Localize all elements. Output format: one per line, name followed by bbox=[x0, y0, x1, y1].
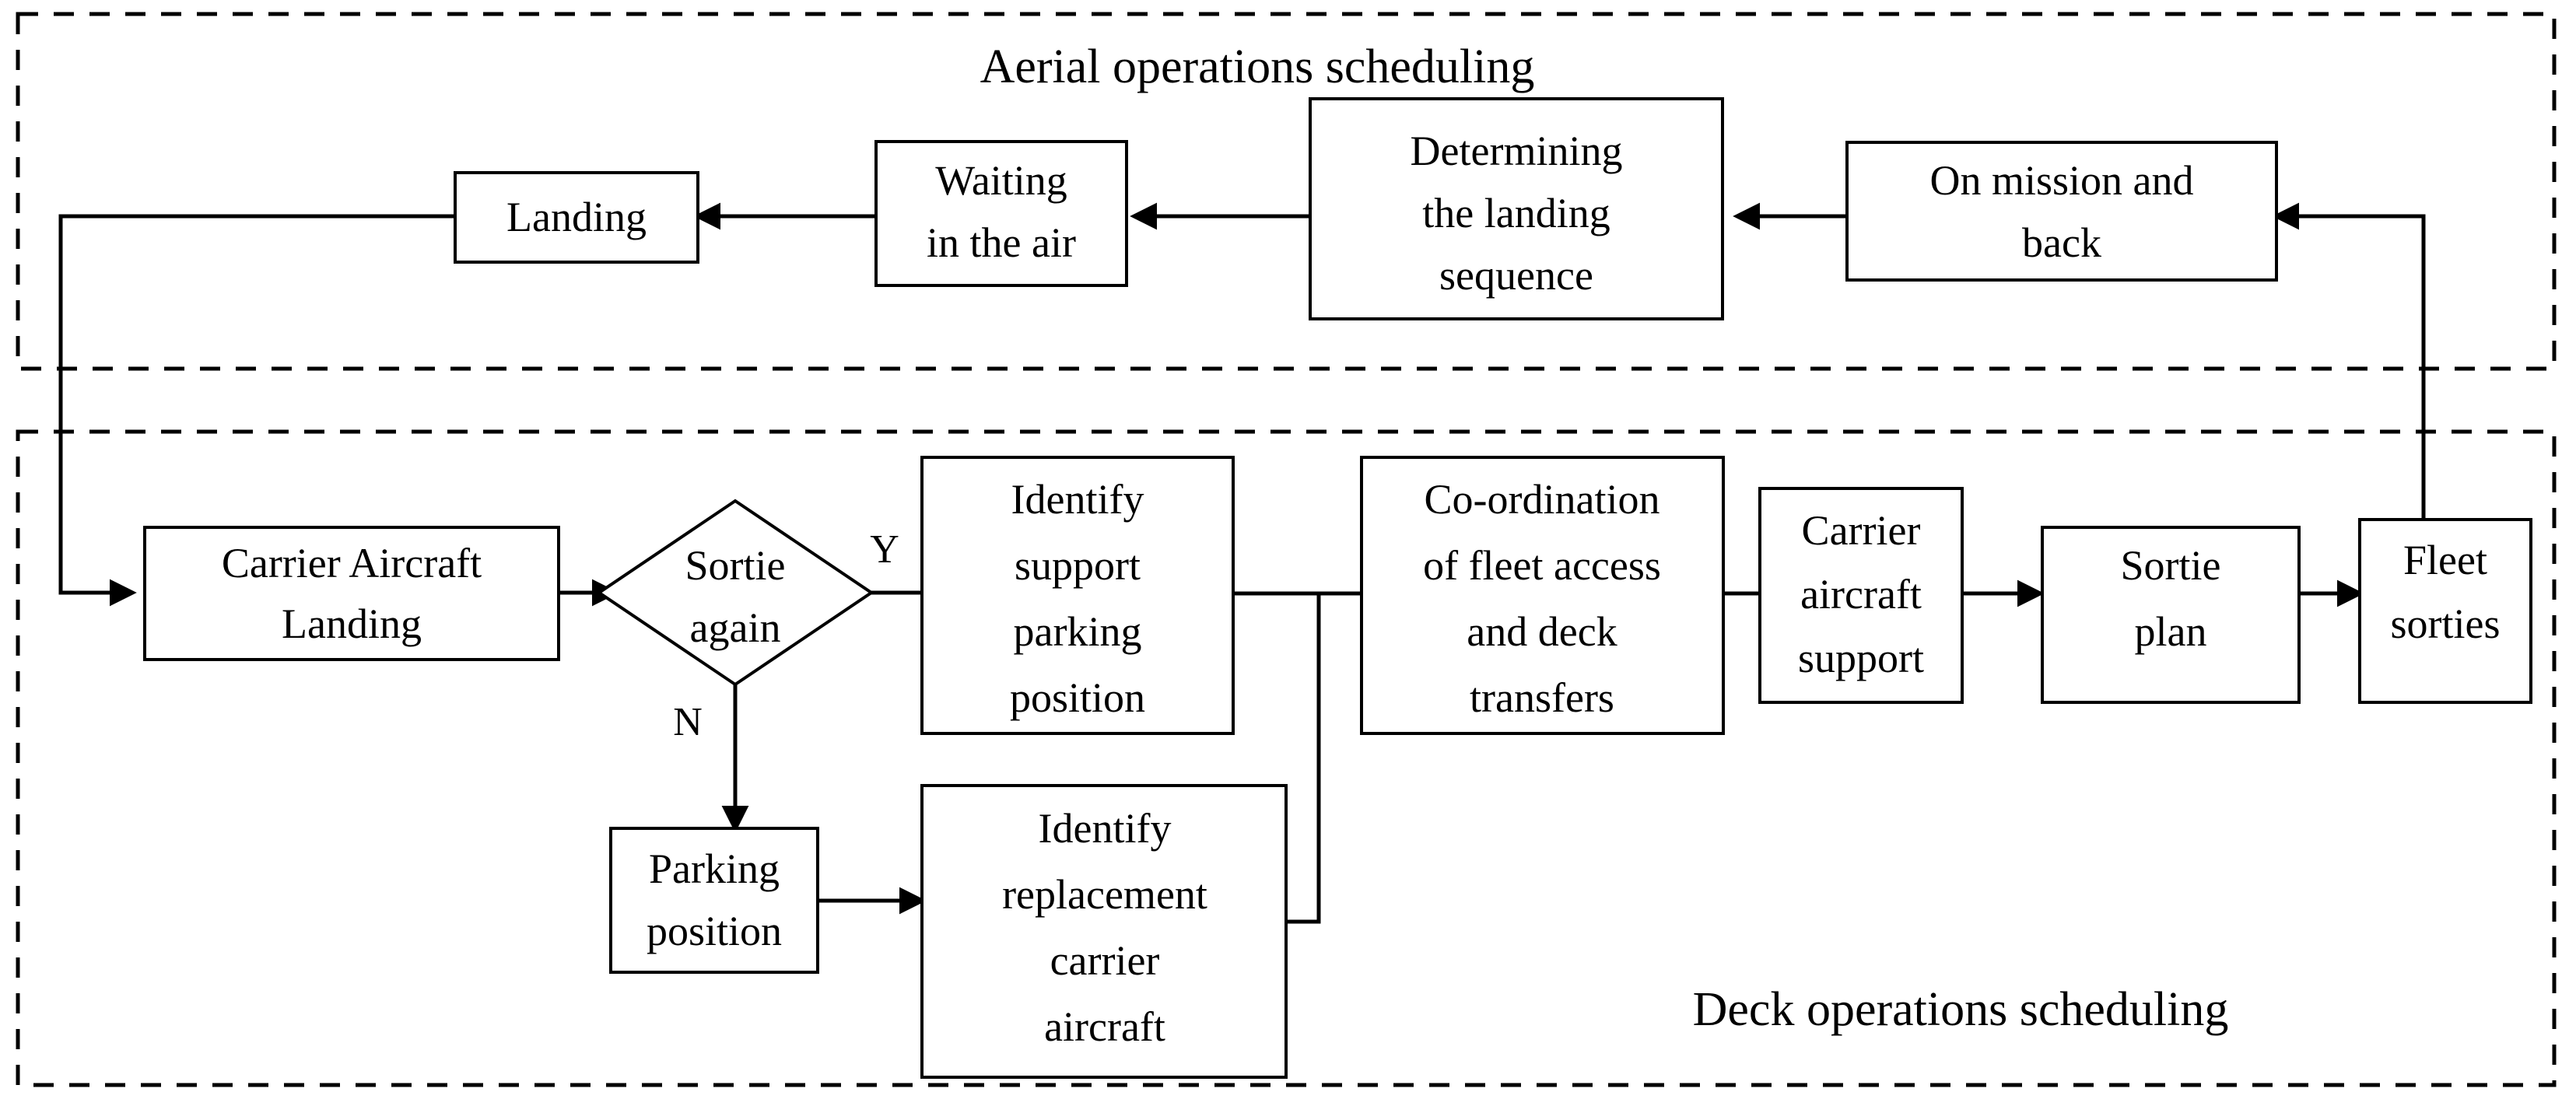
node-carriersupport-label-line2: aircraft bbox=[1800, 571, 1922, 618]
node-landing-label: Landing bbox=[506, 194, 647, 240]
node-onmission-label-line2: back bbox=[2022, 219, 2101, 266]
node-identifyreplacement-label-line4: aircraft bbox=[1044, 1003, 1165, 1050]
node-carriersupport-label-line1: Carrier bbox=[1802, 507, 1921, 554]
node-coordination-fleet-access-deck-transfers[interactable] bbox=[1360, 456, 1725, 735]
node-sortie-plan[interactable] bbox=[2041, 526, 2301, 704]
node-onmission-label-line1: On mission and bbox=[1929, 157, 2193, 204]
node-carrierlanding-label-line2: Landing bbox=[282, 600, 422, 647]
node-waiting-in-the-air[interactable] bbox=[874, 140, 1128, 287]
node-landing[interactable] bbox=[454, 171, 699, 264]
node-parking-position[interactable] bbox=[609, 827, 819, 974]
node-sortie-again-decision[interactable] bbox=[596, 499, 874, 687]
node-identifyreplacement-label-line2: replacement bbox=[1002, 871, 1207, 918]
node-determining-landing-sequence[interactable] bbox=[1309, 97, 1724, 320]
node-coordination-label-line4: transfers bbox=[1470, 674, 1614, 721]
node-sortieplan-label-line1: Sortie bbox=[2121, 542, 2221, 589]
node-coordination-label-line1: Co-ordination bbox=[1425, 476, 1660, 523]
node-identifyreplacement-label-line1: Identify bbox=[1039, 805, 1172, 852]
edge-fleetsorties-to-onmission bbox=[2272, 202, 2426, 539]
node-coordination-label-line3: and deck bbox=[1467, 608, 1617, 655]
group-title-deck: Deck operations scheduling bbox=[1693, 983, 2229, 1036]
node-determining-label-line1: Determining bbox=[1411, 128, 1623, 174]
node-coordination-label-line2: of fleet access bbox=[1423, 542, 1661, 589]
node-sortieagain-label-line2: again bbox=[690, 604, 781, 651]
node-carrier-aircraft-landing[interactable] bbox=[143, 526, 560, 661]
node-determining-label-line3: sequence bbox=[1439, 252, 1593, 299]
node-identify-replacement-carrier-aircraft[interactable] bbox=[920, 784, 1288, 1079]
node-fleetsorties-label-line1: Fleet bbox=[2403, 537, 2487, 583]
edge-identifyreplacement-to-coordination bbox=[1286, 593, 1321, 924]
node-parkingposition-label-line2: position bbox=[647, 908, 782, 954]
group-aerial-operations bbox=[16, 12, 2557, 371]
node-sortieplan-label-line2: plan bbox=[2135, 608, 2207, 655]
node-identify-support-parking-position[interactable] bbox=[920, 456, 1235, 735]
node-fleet-sorties[interactable] bbox=[2358, 518, 2532, 704]
node-fleetsorties-label-line2: sorties bbox=[2391, 600, 2501, 647]
node-identifyreplacement-label-line3: carrier bbox=[1050, 937, 1160, 984]
node-identifyparking-label-line3: parking bbox=[1014, 608, 1142, 655]
node-carrier-aircraft-support[interactable] bbox=[1758, 487, 1964, 704]
node-parkingposition-label-line1: Parking bbox=[649, 845, 780, 892]
node-waiting-label-line1: Waiting bbox=[935, 157, 1067, 204]
node-on-mission-and-back[interactable] bbox=[1845, 141, 2278, 282]
node-identifyparking-label-line4: position bbox=[1010, 674, 1145, 721]
edge-landing-to-carrierlanding bbox=[58, 214, 455, 607]
node-carriersupport-label-line3: support bbox=[1798, 635, 1924, 681]
node-identifyparking-label-line1: Identify bbox=[1011, 476, 1144, 523]
group-title-aerial: Aerial operations scheduling bbox=[980, 40, 1535, 93]
edge-label-no: N bbox=[673, 700, 703, 744]
group-deck-operations bbox=[16, 429, 2557, 1087]
node-determining-label-line2: the landing bbox=[1422, 190, 1610, 236]
node-identifyparking-label-line2: support bbox=[1015, 542, 1141, 589]
edge-label-yes: Y bbox=[870, 527, 899, 572]
node-carrierlanding-label-line1: Carrier Aircraft bbox=[222, 540, 482, 586]
node-waiting-label-line2: in the air bbox=[927, 219, 1076, 266]
node-sortieagain-label-line1: Sortie bbox=[685, 542, 786, 589]
